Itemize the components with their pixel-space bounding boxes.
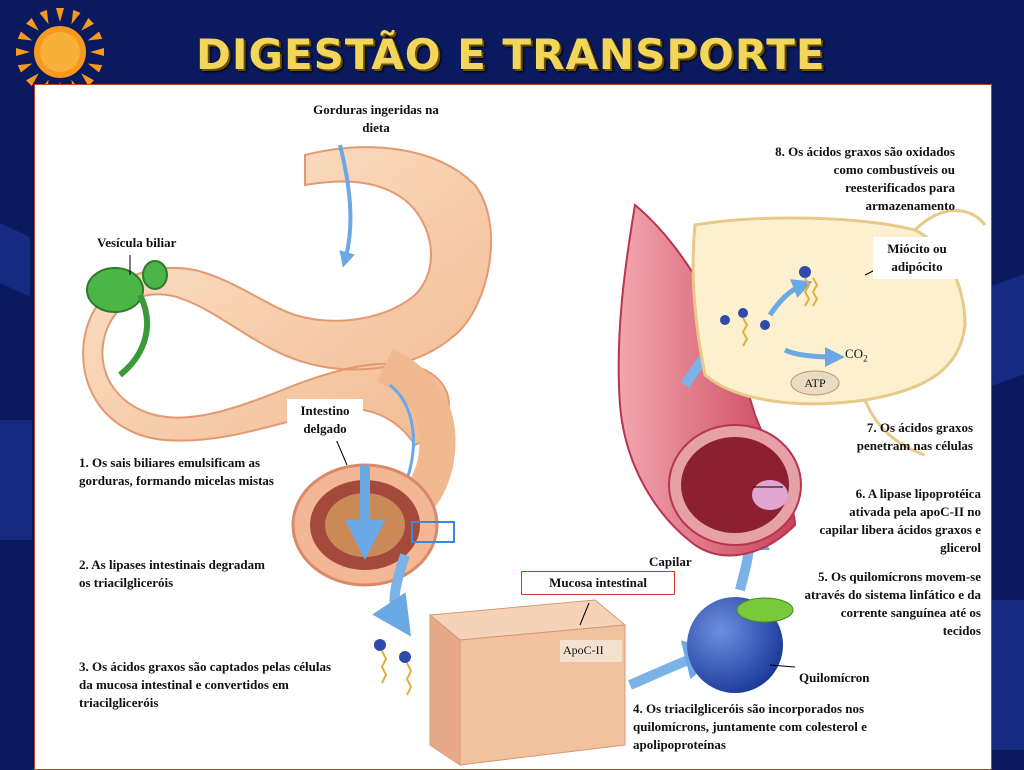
apoc-label: ApoC-II <box>563 643 604 657</box>
ingested-fats-label: Gorduras ingeridas na dieta <box>313 102 439 135</box>
intestinal-mucosa-label: Mucosa intestinal <box>521 571 675 595</box>
myocyte-label: Miócito ou adipócito <box>873 237 961 279</box>
step-6: 6. A lipase lipoprotéica ativada pela ap… <box>819 486 981 555</box>
step-4: 4. Os triacilgliceróis são incorporados … <box>633 701 867 752</box>
gallbladder-label: Vesícula biliar <box>97 235 177 250</box>
step-3: 3. Os ácidos graxos são captados pelas c… <box>79 659 332 710</box>
small-intestine-label: Intestino delgado <box>287 399 363 441</box>
gallbladder <box>86 260 168 378</box>
step-8: 8. Os ácidos graxos são oxidados como co… <box>775 144 955 213</box>
background-shape <box>992 600 1024 750</box>
chylomicron-label: Quilomícron <box>799 670 870 685</box>
co2-label: CO2 <box>845 345 868 368</box>
co2-subscript: 2 <box>863 353 868 364</box>
sun-icon <box>12 4 108 100</box>
step-7: 7. Os ácidos graxos penetram nas células <box>856 420 973 453</box>
atp-bubble <box>790 370 840 396</box>
background-shape <box>0 420 32 540</box>
co2-text: CO <box>845 346 864 361</box>
atp-label: ATP <box>804 376 826 390</box>
step-5: 5. Os quilomícrons movem-se através do s… <box>804 569 981 638</box>
diagram-panel: ATP CO2 ApoC-II Gorduras ingeridas na di… <box>34 84 992 770</box>
capillary-label: Capilar <box>649 554 692 569</box>
mucosa-block <box>428 599 627 766</box>
capillary-vessel <box>617 203 802 557</box>
background-shape <box>992 274 1024 386</box>
background-shape <box>0 223 30 297</box>
highlight-box <box>411 521 455 543</box>
slide-title: DIGESTÃO E TRANSPORTE <box>196 30 826 79</box>
step-2: 2. As lipases intestinais degradam os tr… <box>79 557 265 590</box>
step-1: 1. Os sais biliares emulsificam as gordu… <box>79 455 274 488</box>
chylomicron-particle <box>687 597 794 693</box>
